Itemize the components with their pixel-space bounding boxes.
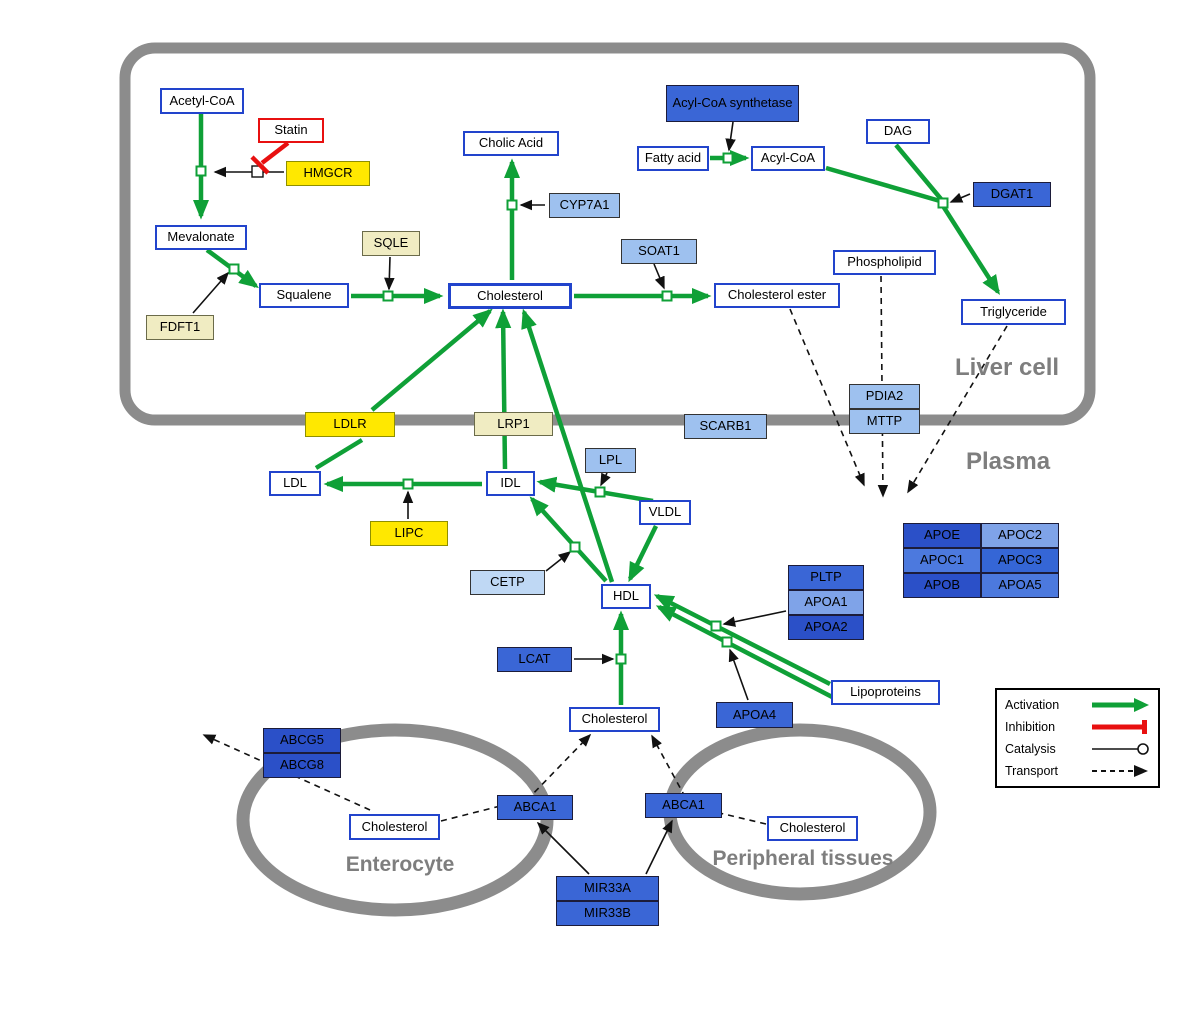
node-abcg5[interactable]: ABCG5 [263,728,341,753]
node-abca1-enterocyte[interactable]: ABCA1 [497,795,573,820]
node-soat1[interactable]: SOAT1 [621,239,697,264]
node-lcat[interactable]: LCAT [497,647,572,672]
enterocyte-label: Enterocyte [345,853,455,876]
legend-activation-label: Activation [1005,698,1060,712]
node-fdft1[interactable]: FDFT1 [146,315,214,340]
node-lipc[interactable]: LIPC [370,521,448,546]
node-apoa2[interactable]: APOA2 [788,615,864,640]
node-ldlr[interactable]: LDLR [305,412,395,437]
node-apoe[interactable]: APOE [903,523,981,548]
plasma-label: Plasma [966,448,1051,475]
activation-edges [192,113,1000,705]
inhibition-edge [250,141,290,175]
node-fatty-acid[interactable]: Fatty acid [637,146,709,171]
legend-catalysis-label: Catalysis [1005,742,1056,756]
legend-row-transport: Transport [1005,761,1150,781]
transport-arrow-icon [1092,765,1148,777]
node-apoc2[interactable]: APOC2 [981,523,1059,548]
peripheral-tissues-label: Peripheral tissues [712,847,894,870]
node-cholesterol-enterocyte[interactable]: Cholesterol [349,814,440,840]
node-lpl[interactable]: LPL [585,448,636,473]
node-vldl[interactable]: VLDL [639,500,691,525]
node-dag[interactable]: DAG [866,119,930,144]
node-cyp7a1[interactable]: CYP7A1 [549,193,620,218]
catalysis-circle-icon [1092,743,1149,755]
node-apoc3[interactable]: APOC3 [981,548,1059,573]
node-pltp[interactable]: PLTP [788,565,864,590]
liver-cell-membrane [119,42,1096,426]
node-hdl[interactable]: HDL [601,584,651,609]
legend: Activation Inhibition Catalysis Transpor… [995,688,1160,788]
node-acyl-coa-synthetase[interactable]: Acyl-CoA synthetase [666,85,799,122]
catalysis-edges [192,121,971,875]
node-lrp1[interactable]: LRP1 [474,412,553,436]
node-mevalonate[interactable]: Mevalonate [155,225,247,250]
node-sqle[interactable]: SQLE [362,231,420,256]
node-cholesterol-liver[interactable]: Cholesterol [448,283,572,309]
legend-row-catalysis: Catalysis [1005,739,1150,759]
node-abca1-peripheral[interactable]: ABCA1 [645,793,722,818]
node-acetyl-coa[interactable]: Acetyl-CoA [160,88,244,114]
node-idl[interactable]: IDL [486,471,535,496]
node-lipoproteins[interactable]: Lipoproteins [831,680,940,705]
node-cholesterol-ester[interactable]: Cholesterol ester [714,283,840,308]
enterocyte-membrane [236,723,554,917]
node-hmgcr[interactable]: HMGCR [286,161,370,186]
node-cholesterol-plasma[interactable]: Cholesterol [569,707,660,732]
node-statin[interactable]: Statin [258,118,324,143]
liver-cell-label: Liver cell [955,354,1060,381]
node-apoa1[interactable]: APOA1 [788,590,864,615]
node-acyl-coa[interactable]: Acyl-CoA [751,146,825,171]
node-cholic-acid[interactable]: Cholic Acid [463,131,559,156]
legend-transport-label: Transport [1005,764,1059,778]
node-ldl[interactable]: LDL [269,471,321,496]
node-phospholipid[interactable]: Phospholipid [833,250,936,275]
node-apoa4[interactable]: APOA4 [716,702,793,728]
legend-row-inhibition: Inhibition [1005,717,1150,737]
node-apoa5[interactable]: APOA5 [981,573,1059,598]
node-mttp[interactable]: MTTP [849,409,920,434]
reaction-nodes [195,152,949,665]
node-squalene[interactable]: Squalene [259,283,349,308]
node-mir33b[interactable]: MIR33B [556,901,659,926]
activation-arrow-icon [1092,698,1149,712]
node-abcg8[interactable]: ABCG8 [263,753,341,778]
inhibition-bar-icon [1092,720,1147,734]
legend-inhibition-label: Inhibition [1005,720,1056,734]
node-mir33a[interactable]: MIR33A [556,876,659,901]
node-pdia2[interactable]: PDIA2 [849,384,920,409]
node-triglyceride[interactable]: Triglyceride [961,299,1066,325]
node-apoc1[interactable]: APOC1 [903,548,981,573]
node-apob[interactable]: APOB [903,573,981,598]
legend-row-activation: Activation [1005,695,1150,715]
node-dgat1[interactable]: DGAT1 [973,182,1051,207]
node-scarb1[interactable]: SCARB1 [684,414,767,439]
node-cetp[interactable]: CETP [470,570,545,595]
node-cholesterol-peripheral[interactable]: Cholesterol [767,816,858,841]
